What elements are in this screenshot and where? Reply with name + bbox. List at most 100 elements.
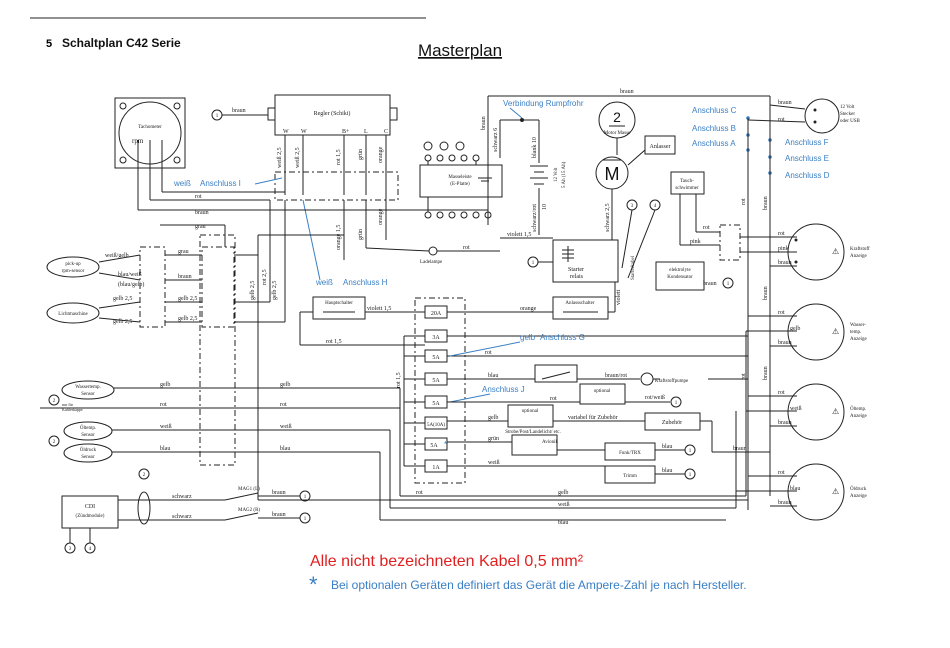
avionik-switch [511, 434, 558, 456]
svg-text:pick-up: pick-up [65, 262, 81, 267]
svg-text:Ladelampe: Ladelampe [420, 260, 443, 265]
svg-text:Motor Masse: Motor Masse [604, 131, 631, 136]
svg-text:schwarz: schwarz [172, 494, 192, 500]
svg-text:1: 1 [689, 473, 692, 478]
pickup-sensor [46, 256, 100, 278]
svg-text:1: 1 [304, 495, 307, 500]
svg-text:5A(10A): 5A(10A) [427, 423, 445, 428]
svg-text:Kraftstoff: Kraftstoff [850, 247, 870, 252]
svg-text:pink: pink [690, 239, 701, 245]
svg-text:*: * [444, 440, 447, 449]
star-note-symbol: * [309, 572, 318, 597]
svg-text:5A: 5A [432, 378, 440, 384]
gauge-oeltemp: ⚠ Öltemp. Anzeige [787, 383, 867, 441]
svg-text:weiß: weiß [160, 423, 172, 430]
svg-text:gelb 2,5: gelb 2,5 [250, 281, 256, 300]
svg-text:blau: blau [558, 520, 568, 526]
page-mark: 5 [46, 38, 52, 50]
kraftstoffpumpe [640, 372, 654, 386]
svg-text:braun: braun [778, 500, 792, 506]
masseleiste: Masseleiste (E-Platte) [419, 164, 503, 198]
fuse-block [414, 297, 466, 484]
svg-text:gelb 2,5: gelb 2,5 [272, 281, 278, 300]
svg-text:Anzeige: Anzeige [850, 254, 867, 259]
svg-text:weiß 2,5: weiß 2,5 [294, 147, 301, 168]
svg-text:Hauptschalter: Hauptschalter [325, 301, 353, 306]
regler: Regler (Schiki) W W B+ L C [267, 94, 398, 136]
svg-text:orange 1,5: orange 1,5 [336, 225, 342, 250]
svg-text:(E-Platte): (E-Platte) [450, 182, 470, 187]
svg-text:1: 1 [216, 114, 219, 119]
svg-text:gelb 2,5: gelb 2,5 [178, 296, 197, 302]
svg-text:Anzeige: Anzeige [850, 494, 867, 499]
svg-text:CDI: CDI [85, 504, 95, 510]
svg-text:schwarz: schwarz [172, 514, 192, 520]
svg-text:braun: braun [272, 490, 286, 496]
svg-text:weiß: weiß [790, 405, 802, 412]
svg-text:20A: 20A [431, 311, 442, 317]
svg-text:12 Volt: 12 Volt [554, 167, 559, 182]
stecker-12v [804, 98, 840, 134]
svg-text:Lichtmaschine: Lichtmaschine [58, 312, 88, 317]
svg-text:braun: braun [620, 89, 634, 95]
svg-text:blau: blau [160, 446, 170, 452]
svg-text:orange: orange [378, 208, 384, 225]
svg-text:braun: braun [778, 340, 792, 346]
svg-text:Stecker: Stecker [840, 112, 855, 117]
svg-text:MAG1 (L): MAG1 (L) [238, 487, 260, 492]
svg-text:rot: rot [280, 402, 287, 408]
svg-text:blau: blau [662, 444, 672, 450]
svg-text:Starter: Starter [568, 267, 584, 273]
svg-text:weiß: weiß [173, 179, 191, 188]
tauchschwimmer [670, 171, 705, 195]
svg-text:1: 1 [675, 401, 678, 406]
svg-text:schwarz 6: schwarz 6 [493, 128, 499, 152]
svg-text:Zubehör: Zubehör [662, 420, 682, 426]
svg-text:gelb 2,5: gelb 2,5 [178, 316, 197, 322]
svg-text:Trimm: Trimm [623, 474, 637, 479]
svg-text:5A: 5A [430, 443, 438, 449]
svg-text:rot: rot [416, 490, 423, 496]
kondensator [655, 261, 705, 291]
svg-text:rot/weiß: rot/weiß [645, 394, 665, 401]
svg-text:grün: grün [488, 436, 499, 442]
anlasser: Anlasser [650, 144, 671, 150]
svg-text:schwimmer: schwimmer [675, 186, 699, 191]
svg-text:Öltemp.: Öltemp. [850, 406, 866, 412]
anschluss-g: Anschluss G [540, 333, 585, 342]
svg-text:2: 2 [613, 109, 621, 125]
svg-text:rot: rot [741, 198, 747, 205]
doc-title: Schaltplan C42 Serie [62, 36, 181, 50]
svg-text:1: 1 [304, 517, 307, 522]
svg-text:W: W [283, 129, 289, 135]
svg-text:3: 3 [69, 547, 72, 552]
svg-text:braun: braun [733, 446, 747, 452]
svg-text:weiß: weiß [488, 459, 500, 466]
svg-text:optional: optional [594, 389, 611, 394]
svg-text:Anzeige: Anzeige [850, 337, 867, 342]
svg-text:Funk/TRX: Funk/TRX [619, 451, 641, 456]
svg-text:grün: grün [358, 229, 364, 240]
svg-text:relais: relais [570, 274, 584, 280]
svg-text:violett 1,5: violett 1,5 [367, 306, 391, 312]
switch-kraftstoffpumpe [534, 364, 578, 383]
svg-text:braun: braun [703, 281, 717, 287]
anschluss-j: Anschluss J [482, 385, 525, 394]
svg-text:braun: braun [481, 116, 487, 130]
svg-text:temp.: temp. [850, 330, 861, 335]
svg-text:orange: orange [520, 306, 537, 312]
svg-text:braun: braun [232, 108, 246, 114]
svg-text:3: 3 [631, 204, 634, 209]
svg-text:weiß/gelb: weiß/gelb [105, 252, 129, 259]
svg-text:1: 1 [532, 261, 535, 266]
svg-text:blank 10: blank 10 [532, 137, 538, 158]
svg-text:rot: rot [703, 225, 710, 231]
svg-text:⚠: ⚠ [832, 407, 839, 416]
svg-text:braun: braun [778, 260, 792, 266]
svg-text:Anlassschalter: Anlassschalter [565, 301, 594, 306]
svg-text:elektrolyte: elektrolyte [669, 268, 691, 273]
svg-text:Öltemp.: Öltemp. [80, 425, 96, 431]
svg-text:C: C [384, 129, 388, 135]
svg-text:(blau/gelb): (blau/gelb) [118, 281, 144, 288]
